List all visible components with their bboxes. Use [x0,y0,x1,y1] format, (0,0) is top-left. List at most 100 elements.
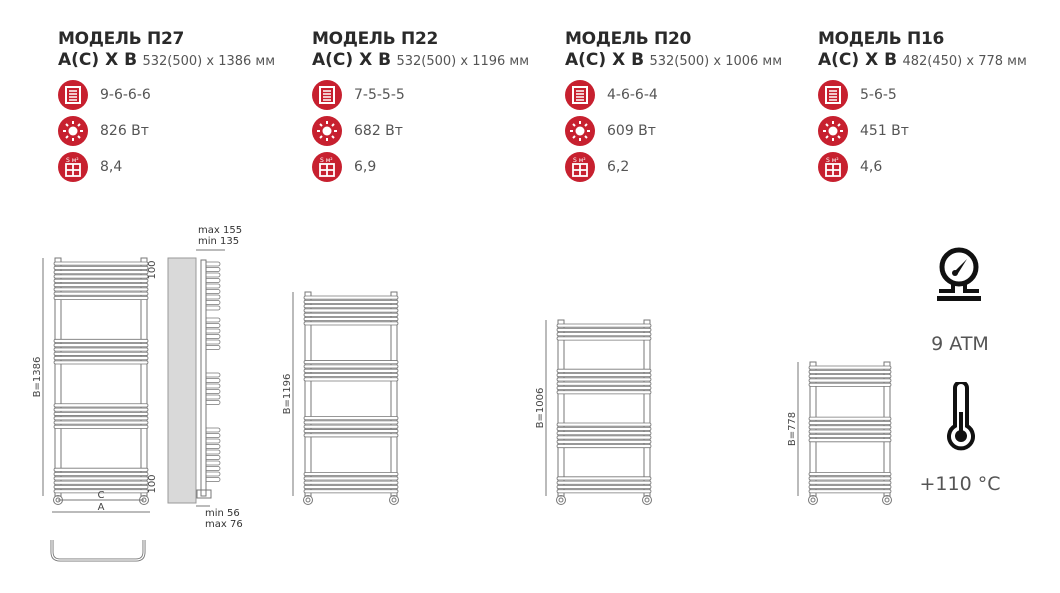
side-bar [206,372,221,378]
sun-power-icon [312,116,342,146]
radiator-bar [808,420,892,425]
radiator-bar [303,299,399,304]
area-icon: S м² [565,152,595,182]
radiator-bar [53,295,149,300]
side-bar [206,389,221,394]
sections-icon [312,80,342,110]
radiator-bar [53,416,149,421]
sections-row: 5-6-5 [818,78,1058,112]
svg-text:S м²: S м² [320,157,333,164]
model-card: МОДЕЛЬ П20 A(C) X B 532(500) x 1006 мм 4… [565,28,805,184]
sections-row: 4-6-6-4 [565,78,805,112]
radiator-bar [53,356,149,361]
radiator-bar [303,304,399,309]
side-bar [206,272,221,278]
radiator-bar [53,338,149,343]
power-row: 682 Вт [312,114,552,148]
radiator-bar [808,433,892,438]
power-row: 826 Вт [58,114,298,148]
model-dimensions: A(C) X B 532(500) x 1006 мм [565,50,783,70]
model-dimensions: A(C) X B 532(500) x 1386 мм [58,50,276,70]
radiator-bar [303,476,399,481]
radiator-bar [53,270,149,275]
spacing-dimension-label: 100 [147,260,158,279]
radiator-bar [53,484,149,489]
radiator-bar [303,416,399,421]
area-icon: S м² [818,152,848,182]
side-bar [206,323,221,328]
height-label: B=778 [787,412,798,446]
radiator-bar [53,265,149,270]
radiator-bar [303,312,399,317]
radiator-bar [53,261,149,266]
side-bar [206,278,221,283]
sections-icon [565,80,595,110]
right-collector [643,319,651,497]
valve-connector-inner [558,497,564,503]
side-bar [206,283,221,289]
sun-power-icon [565,116,595,146]
sections-icon [818,80,848,110]
radiator-bar [556,422,652,427]
pressure-label: 9 ATM [931,333,989,355]
radiator-bar [808,429,892,434]
radiator-bar [53,467,149,472]
valve-connector-inner [810,497,816,503]
side-bar [206,400,221,405]
side-bar [206,294,221,300]
valve-connector [882,495,892,505]
radiator-bar [53,411,149,416]
side-bar [206,427,221,433]
side-bar [206,455,221,460]
model-title: МОДЕЛЬ П22 [312,29,439,49]
power-row: 609 Вт [565,114,805,148]
radiator-bar [556,431,652,436]
model-card: МОДЕЛЬ П16 A(C) X B 482(450) x 778 мм 5-… [818,28,1058,184]
side-bar [206,305,221,311]
valve-connector [389,495,399,505]
side-top-min: min 135 [198,236,240,247]
side-bar [206,267,221,272]
valve-connector-inner [391,497,397,503]
radiator-bar [303,420,399,425]
radiator-bar [303,480,399,485]
valve-connector [303,495,313,505]
side-bar [206,345,221,350]
thermometer-icon [947,382,975,451]
radiator-bar [808,369,892,374]
radiator-bar [53,472,149,477]
radiator-bar [808,382,892,387]
radiator-bar [53,480,149,485]
radiator-bar [808,374,892,379]
side-bar [206,460,221,466]
radiator-bar [303,308,399,313]
side-bar [206,471,221,477]
valve-connector-inner [305,497,311,503]
wall [167,257,197,504]
radiator-bar [556,373,652,378]
radiator-bar [556,377,652,382]
radiator-bar [556,323,652,328]
model-title: МОДЕЛЬ П16 [818,29,945,49]
radiator-bar [303,295,399,300]
side-bar [206,334,221,339]
radiator-bar [303,317,399,322]
side-bottom-max: max 76 [205,519,243,530]
radiator-bar [303,364,399,369]
radiator-bar [808,476,892,481]
radiator-bar [556,476,652,481]
radiator-bar [53,407,149,412]
radiator-bar [53,424,149,429]
side-bar [206,339,221,345]
radiator-bar [303,360,399,365]
radiator-bar [53,278,149,283]
side-bar [206,466,221,471]
side-top-max: max 155 [198,225,243,236]
side-bar [206,438,221,444]
radiator-bar [53,274,149,279]
connection-pipe [50,540,146,562]
